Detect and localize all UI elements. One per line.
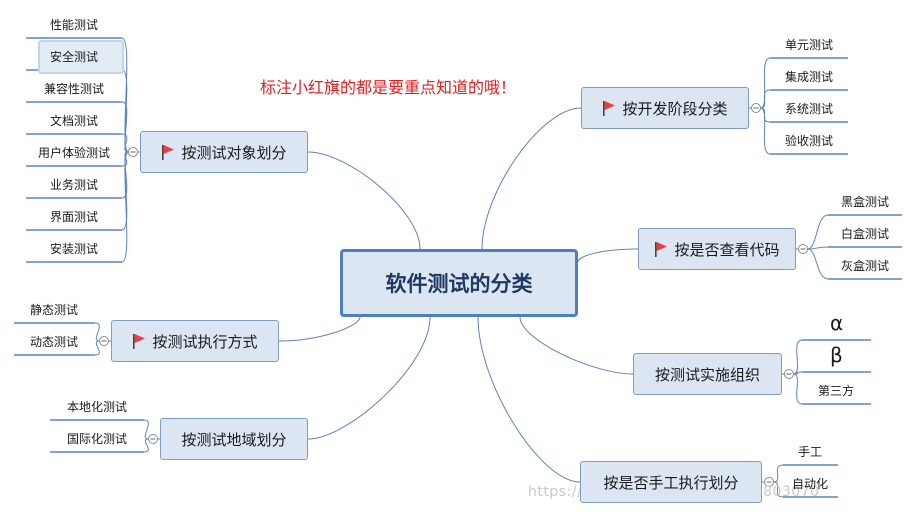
leaf-topic[interactable]: 验收测试 bbox=[785, 134, 834, 148]
branch-label: 按测试实施组织 bbox=[654, 365, 760, 384]
leaf-connector bbox=[121, 101, 129, 153]
leaf-topic[interactable]: 安装测试 bbox=[50, 242, 99, 256]
leaf-connector bbox=[143, 438, 149, 453]
branch-label: 按是否手工执行划分 bbox=[603, 473, 739, 492]
branch-node[interactable]: 按是否查看代码 bbox=[638, 228, 796, 270]
leaf-connector bbox=[793, 373, 803, 405]
branch-node[interactable]: 按测试地域划分 bbox=[160, 418, 308, 460]
leaf-topic[interactable]: 第三方 bbox=[818, 384, 855, 398]
leaf-topic[interactable]: β bbox=[830, 343, 843, 367]
leaf-topic[interactable]: 自动化 bbox=[792, 477, 829, 491]
leaf-connector bbox=[121, 133, 129, 153]
branch-label: 按测试地域划分 bbox=[181, 430, 287, 449]
branch-connector bbox=[519, 316, 634, 375]
branch-node[interactable]: 按测试执行方式 bbox=[111, 320, 279, 362]
leaf-topic[interactable]: 动态测试 bbox=[30, 335, 79, 349]
branch-label: 按测试对象划分 bbox=[181, 143, 287, 162]
red-flag-icon bbox=[161, 144, 175, 160]
leaf-connector bbox=[760, 107, 771, 155]
leaf-topic[interactable]: 国际化测试 bbox=[67, 432, 128, 446]
branch-label: 按测试执行方式 bbox=[152, 332, 258, 351]
leaf-topic[interactable]: 文档测试 bbox=[50, 114, 99, 128]
leaf-connector bbox=[121, 69, 129, 153]
leaf-topic[interactable]: 业务测试 bbox=[50, 178, 99, 192]
branch-node[interactable]: 按测试对象划分 bbox=[140, 131, 308, 173]
branch-label: 按是否查看代码 bbox=[674, 240, 780, 259]
branch-connector bbox=[577, 248, 639, 263]
leaf-topic[interactable]: α bbox=[830, 311, 844, 335]
branch-node[interactable]: 按是否手工执行划分 bbox=[580, 461, 762, 503]
leaf-connector bbox=[793, 339, 803, 375]
leaf-topic[interactable]: 性能测试 bbox=[50, 18, 99, 32]
leaf-topic[interactable]: 用户体验测试 bbox=[38, 146, 111, 160]
leaf-topic[interactable]: 手工 bbox=[798, 445, 823, 459]
leaf-topic[interactable]: 界面测试 bbox=[50, 210, 99, 224]
leaf-connector bbox=[807, 214, 829, 250]
leaf-topic[interactable]: 集成测试 bbox=[785, 70, 834, 84]
branch-connector bbox=[278, 316, 361, 342]
leaf-topic[interactable]: 白盒测试 bbox=[841, 227, 890, 241]
branch-connector bbox=[307, 151, 421, 250]
branch-node[interactable]: 按测试实施组织 bbox=[633, 353, 782, 395]
branch-label: 按开发阶段分类 bbox=[622, 99, 728, 118]
leaf-connector bbox=[94, 340, 100, 356]
leaf-topic[interactable]: 系统测试 bbox=[785, 102, 834, 116]
red-flag-icon bbox=[132, 333, 146, 349]
leaf-connector bbox=[121, 151, 129, 263]
leaf-connector bbox=[773, 481, 784, 498]
leaf-connector bbox=[807, 248, 829, 280]
branch-connector bbox=[481, 107, 582, 250]
leaf-connector bbox=[773, 464, 784, 483]
leaf-topic[interactable]: 兼容性测试 bbox=[44, 82, 105, 96]
leaf-topic[interactable]: 黑盒测试 bbox=[841, 195, 890, 209]
leaf-topic[interactable]: 本地化测试 bbox=[67, 400, 128, 414]
branch-connector bbox=[307, 316, 431, 440]
leaf-topic[interactable]: 单元测试 bbox=[785, 38, 834, 52]
red-flag-icon bbox=[654, 241, 668, 257]
selected-leaf-highlight bbox=[38, 40, 124, 74]
leaf-topic[interactable]: 安全测试 bbox=[50, 50, 99, 64]
leaf-connector bbox=[760, 107, 771, 123]
central-topic[interactable]: 软件测试的分类 bbox=[340, 249, 578, 317]
red-flag-icon bbox=[602, 100, 616, 116]
branch-node[interactable]: 按开发阶段分类 bbox=[581, 87, 749, 129]
leaf-connector bbox=[143, 419, 149, 440]
red-flag-note: 标注小红旗的都是要重点知道的哦！ bbox=[260, 78, 517, 97]
leaf-connector bbox=[760, 89, 771, 109]
leaf-connector bbox=[760, 57, 771, 109]
branch-connector bbox=[477, 316, 581, 483]
leaf-connector bbox=[94, 322, 100, 342]
leaf-topic[interactable]: 静态测试 bbox=[30, 303, 79, 317]
leaf-connector bbox=[807, 246, 829, 250]
leaf-topic[interactable]: 灰盒测试 bbox=[841, 259, 890, 273]
